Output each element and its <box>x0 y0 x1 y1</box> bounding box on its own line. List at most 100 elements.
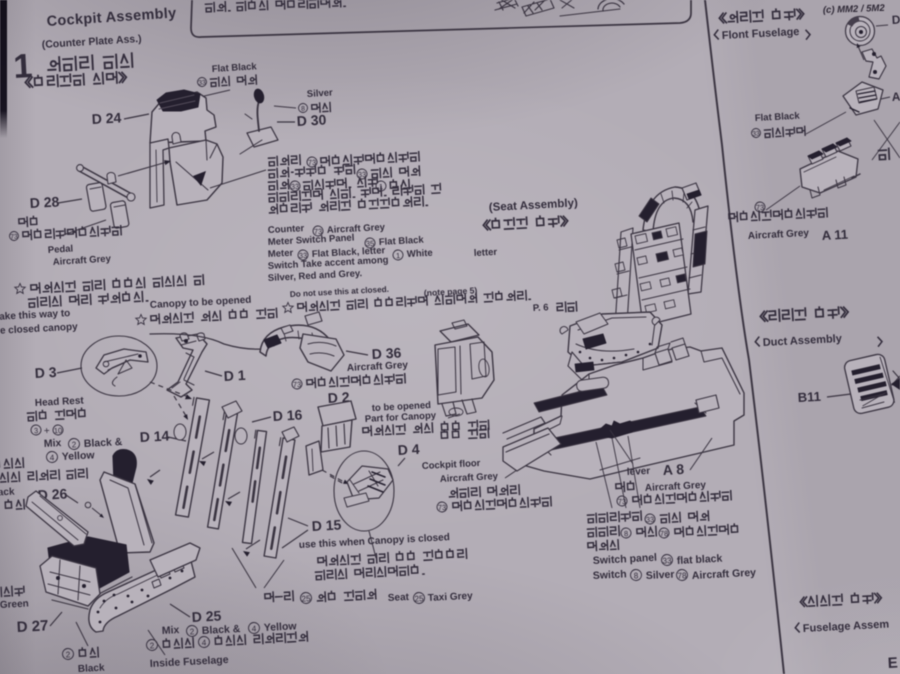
svg-text:Silver: Silver <box>646 569 675 582</box>
svg-text:8: 8 <box>301 106 305 113</box>
svg-text:Black &: Black & <box>84 436 124 450</box>
svg-text:D 1: D 1 <box>223 367 246 384</box>
svg-text:Silver: Silver <box>307 87 334 100</box>
svg-text:33: 33 <box>662 556 672 565</box>
svg-text:use this when Canopy is closed: use this when Canopy is closed <box>299 532 451 551</box>
svg-text:73: 73 <box>308 158 317 167</box>
svg-text:3: 3 <box>34 426 39 435</box>
svg-text:2: 2 <box>72 440 77 449</box>
svg-text:78: 78 <box>660 529 669 538</box>
svg-text:Flat Black: Flat Black <box>212 61 258 75</box>
svg-text:Aircraft Grey: Aircraft Grey <box>692 567 757 582</box>
svg-text:A: A <box>891 90 900 104</box>
svg-text:D 16: D 16 <box>272 406 303 424</box>
svg-text:25: 25 <box>301 594 311 603</box>
svg-text:Black &: Black & <box>202 623 242 637</box>
svg-text:33: 33 <box>646 515 655 524</box>
svg-text:2: 2 <box>66 650 71 659</box>
svg-text:33: 33 <box>299 251 308 260</box>
svg-text:D 14: D 14 <box>139 427 170 445</box>
svg-text:73: 73 <box>618 497 627 506</box>
svg-text:lever: lever <box>627 466 651 478</box>
svg-text:Aircraft Grey: Aircraft Grey <box>53 253 112 268</box>
svg-text:Pedal: Pedal <box>48 243 74 256</box>
svg-text:Flat Black, letter: Flat Black, letter <box>312 245 386 260</box>
svg-text:Aircraft Grey: Aircraft Grey <box>645 480 707 494</box>
svg-text:Cockpit Assembly: Cockpit Assembly <box>46 5 177 30</box>
svg-text:Yellow: Yellow <box>62 449 96 463</box>
svg-text:Yellow: Yellow <box>264 620 298 634</box>
svg-text:be closed canopy: be closed canopy <box>0 322 78 337</box>
svg-text:Part for Canopy: Part for Canopy <box>365 410 437 425</box>
svg-text:Take this way to: Take this way to <box>0 308 71 323</box>
svg-text:Switch panel: Switch panel <box>593 552 658 567</box>
svg-text:78: 78 <box>677 571 687 580</box>
svg-text:Flat Black: Flat Black <box>379 235 425 248</box>
svg-text:(note page 5): (note page 5) <box>424 285 478 298</box>
svg-text:Canopy to be opened: Canopy to be opened <box>150 295 252 311</box>
svg-text:Black: Black <box>78 663 106 674</box>
svg-text:+: + <box>44 426 51 437</box>
svg-text:73: 73 <box>314 227 323 236</box>
svg-text:A 8: A 8 <box>662 461 684 478</box>
svg-text:P. 6: P. 6 <box>533 302 549 314</box>
svg-text:Green: Green <box>0 598 29 610</box>
svg-text:Head Rest: Head Rest <box>35 395 85 409</box>
svg-text:4: 4 <box>252 624 257 633</box>
svg-text:D 27: D 27 <box>16 617 49 636</box>
svg-text:Taxi Grey: Taxi Grey <box>428 591 474 604</box>
svg-text:(Counter Plate Ass.): (Counter Plate Ass.) <box>41 33 142 51</box>
svg-text:A 11: A 11 <box>821 227 848 243</box>
svg-text:Flat Black: Flat Black <box>755 111 801 124</box>
svg-text:B11: B11 <box>797 389 821 405</box>
svg-text:Seat: Seat <box>388 592 410 604</box>
svg-text:Counter: Counter <box>268 223 305 236</box>
svg-text:Inside Fuselage: Inside Fuselage <box>150 654 229 670</box>
svg-text:White: White <box>407 248 433 260</box>
svg-text:Cockpit floor: Cockpit floor <box>422 458 481 472</box>
svg-text:33: 33 <box>752 131 760 138</box>
svg-text:73: 73 <box>438 503 447 512</box>
svg-text:to be opened: to be opened <box>372 400 432 414</box>
svg-text:E: E <box>887 654 898 672</box>
svg-text:D 3: D 3 <box>34 364 57 381</box>
svg-text:Fuselage Assem: Fuselage Assem <box>803 618 890 635</box>
svg-text:Duct Assembly: Duct Assembly <box>763 333 843 349</box>
svg-text:33: 33 <box>358 170 367 179</box>
svg-text:1: 1 <box>396 251 401 260</box>
svg-text:Switch: Switch <box>593 568 627 582</box>
svg-text:8: 8 <box>624 529 629 538</box>
svg-text:(c) MM2 / 5M2: (c) MM2 / 5M2 <box>823 3 886 16</box>
svg-text:Do not use this at closed.: Do not use this at closed. <box>290 285 390 299</box>
svg-text:25: 25 <box>414 594 424 603</box>
svg-text:(Seat Assembly): (Seat Assembly) <box>489 197 579 214</box>
svg-text:73: 73 <box>10 234 18 241</box>
svg-text:D 28: D 28 <box>29 193 60 211</box>
svg-text:8: 8 <box>634 571 639 580</box>
svg-text:Aircraft Grey: Aircraft Grey <box>440 471 499 485</box>
svg-text:33: 33 <box>291 182 300 191</box>
svg-text:Aircraft Grey: Aircraft Grey <box>347 360 409 374</box>
svg-text:2: 2 <box>150 641 155 650</box>
svg-text:33: 33 <box>198 80 206 87</box>
svg-text:35: 35 <box>366 239 375 248</box>
svg-text:Aircraft Grey: Aircraft Grey <box>748 228 810 242</box>
svg-text:2: 2 <box>190 627 195 636</box>
svg-text:D 15: D 15 <box>311 516 342 534</box>
svg-text:Meter Switch Panel: Meter Switch Panel <box>268 232 355 248</box>
svg-text:Silver, Red and Grey.: Silver, Red and Grey. <box>268 268 363 284</box>
svg-text:D 30: D 30 <box>296 111 327 129</box>
svg-text:73: 73 <box>293 380 302 389</box>
svg-text:4: 4 <box>50 453 55 462</box>
svg-text:Black: Black <box>0 487 15 499</box>
svg-text:letter: letter <box>474 247 498 259</box>
svg-text:D 4: D 4 <box>397 441 420 458</box>
svg-text:Meter: Meter <box>268 248 294 260</box>
svg-text:D 25: D 25 <box>191 607 222 625</box>
svg-text:flat black: flat black <box>677 553 723 567</box>
svg-text:D: D <box>891 13 900 27</box>
svg-text:D 24: D 24 <box>91 109 122 127</box>
svg-text:D 36: D 36 <box>371 344 402 362</box>
svg-text:73: 73 <box>756 203 765 212</box>
svg-text:10: 10 <box>54 426 63 435</box>
